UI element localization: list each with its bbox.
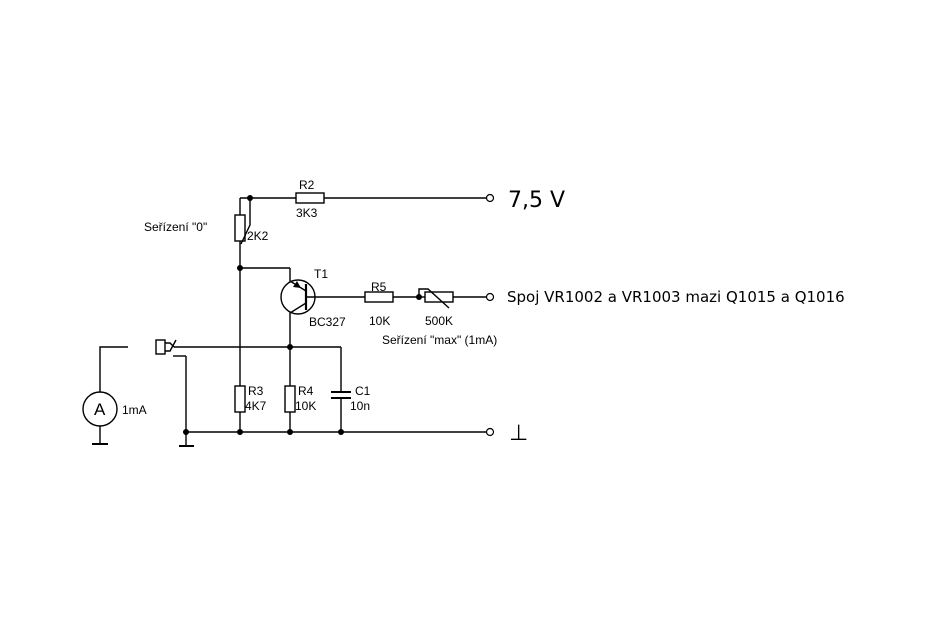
c1-name: C1 <box>355 384 371 398</box>
supply-rail <box>239 195 487 215</box>
supply-label: 7,5 V <box>508 188 565 213</box>
resistor-r5: R5 10K <box>364 280 419 328</box>
r2-name: R2 <box>299 178 315 192</box>
resistor-r4: R4 10K <box>284 384 316 432</box>
r2-value: 3K3 <box>296 206 318 220</box>
resistor-r3: R3 4K7 <box>234 384 267 432</box>
resistor-r2: R2 3K3 <box>295 178 325 220</box>
r3-value: 4K7 <box>245 399 267 413</box>
transistor-t1: T1 BC327 <box>240 267 365 386</box>
capacitor-c1: C1 10n <box>331 384 371 432</box>
collector-node <box>174 344 342 392</box>
jack-connector <box>155 339 187 432</box>
ammeter: A 1mA <box>82 346 147 445</box>
trim-zero-value: 2K2 <box>247 229 269 243</box>
r3-name: R3 <box>248 384 264 398</box>
ground-rail <box>179 429 487 447</box>
output-label: Spoj VR1002 a VR1003 mazi Q1015 a Q1016 <box>507 288 845 306</box>
ground-symbol: ⊥ <box>509 421 528 446</box>
r5-value: 10K <box>369 314 390 328</box>
trimmer-zero: 2K2 Seřízení "0" <box>144 198 269 245</box>
r5-name: R5 <box>371 280 387 294</box>
c1-value: 10n <box>350 399 370 413</box>
trim-max-value: 500K <box>425 314 453 328</box>
output-terminal <box>485 292 495 302</box>
t1-name: T1 <box>314 267 328 281</box>
t1-part: BC327 <box>309 315 346 329</box>
r4-name: R4 <box>298 384 314 398</box>
trim-zero-label: Seřízení "0" <box>144 220 207 234</box>
r4-value: 10K <box>295 399 316 413</box>
ammeter-value: 1mA <box>122 403 147 417</box>
supply-terminal <box>485 193 495 203</box>
ground-terminal <box>485 427 495 437</box>
trimmer-max: 500K Seřízení "max" (1mA) <box>382 288 497 347</box>
ammeter-symbol: A <box>94 400 106 419</box>
trim-max-label: Seřízení "max" (1mA) <box>382 333 497 347</box>
